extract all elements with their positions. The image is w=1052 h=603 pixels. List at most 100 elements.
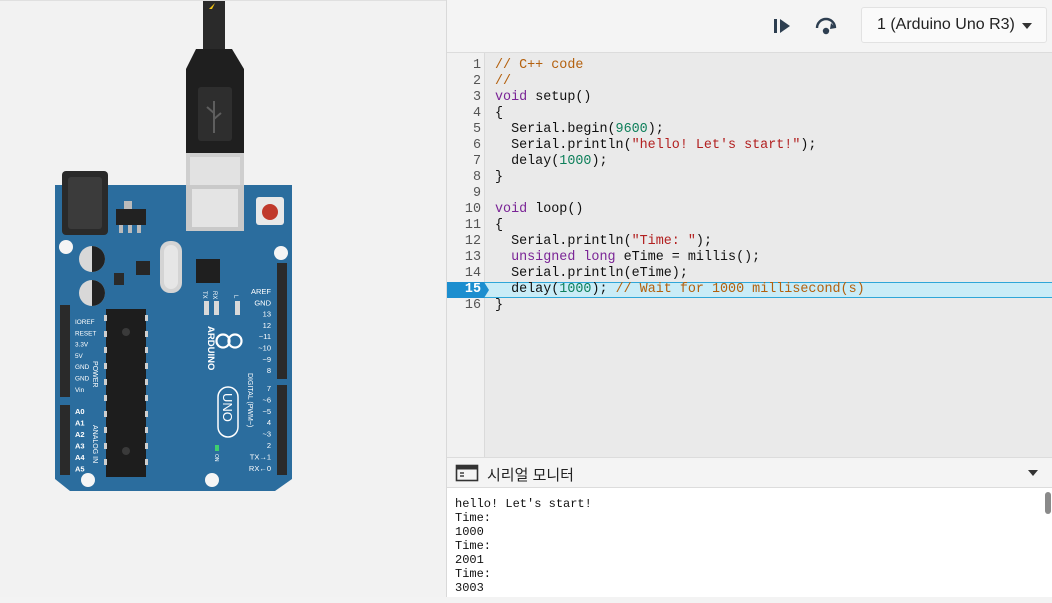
resume-button[interactable] <box>811 12 841 40</box>
code-token: delay( <box>495 282 560 297</box>
code-line[interactable]: 9 <box>447 186 1052 202</box>
line-number[interactable]: 3 <box>472 90 481 105</box>
analog-pin-label: A4 <box>75 453 85 462</box>
analog-header-label: ANALOG IN <box>91 425 98 463</box>
digital-pin-label: RX←0 <box>249 464 271 473</box>
code-line[interactable]: 11 { <box>447 218 1052 234</box>
line-number[interactable]: 6 <box>472 138 481 153</box>
code-line[interactable]: 2 // <box>447 74 1052 90</box>
code-line[interactable]: 4{ <box>447 106 1052 122</box>
board-model-label: UNO <box>220 393 235 422</box>
code-line[interactable]: 12 Serial.println("Time: "); <box>447 234 1052 250</box>
code-token: ); <box>591 282 616 297</box>
line-number[interactable]: 13 <box>464 250 481 265</box>
code-token: Serial.println( <box>495 138 632 153</box>
code-line[interactable]: 5 Serial.begin(9600); <box>447 122 1052 138</box>
serial-output-line: 3003 <box>455 581 484 595</box>
board-brand-label: ARDUINO <box>205 326 216 370</box>
current-line-marker-icon <box>484 282 489 298</box>
on-label: ON <box>213 454 219 462</box>
analog-pin-label: A5 <box>75 465 85 474</box>
power-pin-label: GND <box>75 364 90 371</box>
code-line[interactable]: 1// C++ code <box>447 58 1052 74</box>
line-number[interactable]: 5 <box>472 122 481 137</box>
chevron-down-icon[interactable] <box>1028 470 1038 476</box>
code-line[interactable]: 15 delay(1000); // Wait for 1000 millise… <box>447 282 1052 298</box>
step-over-button[interactable] <box>767 12 797 40</box>
code-text: delay(1000); <box>495 154 608 170</box>
serial-monitor-icon <box>455 464 479 482</box>
digital-pin-label: ~10 <box>258 344 271 353</box>
device-select-label: 1 (Arduino Uno R3) <box>877 16 1015 33</box>
digital-header-label: DIGITAL (PWM~) <box>246 373 253 427</box>
line-number[interactable]: 2 <box>472 74 481 89</box>
digital-pin-label: 4 <box>267 418 271 427</box>
code-token: void <box>495 202 528 217</box>
code-line[interactable]: 16} <box>447 298 1052 314</box>
code-line[interactable]: 14 Serial.println(eTime); <box>447 266 1052 282</box>
code-token: Serial.begin( <box>495 122 616 137</box>
digital-pin-label: ~9 <box>262 355 271 364</box>
code-line[interactable]: 8} <box>447 170 1052 186</box>
l-label: L <box>232 295 238 299</box>
digital-pin-label: 2 <box>267 441 271 450</box>
line-number-gutter <box>447 53 485 457</box>
code-text: Serial.println("hello! Let's start!"); <box>495 138 816 154</box>
digital-pin-label: ~11 <box>259 332 271 341</box>
line-number[interactable]: 16 <box>464 298 481 313</box>
serial-scrollbar[interactable] <box>1045 492 1051 514</box>
code-token: unsigned long <box>511 250 616 265</box>
digital-pin-label: ~5 <box>262 407 271 416</box>
line-number[interactable]: 15 <box>447 282 484 298</box>
code-line[interactable]: 7 delay(1000); <box>447 154 1052 170</box>
code-token: Serial.println(eTime); <box>495 266 688 281</box>
serial-monitor-title: 시리얼 모니터 <box>487 467 574 484</box>
device-select[interactable]: 1 (Arduino Uno R3) <box>861 7 1047 43</box>
serial-output-line: hello! Let's start! <box>455 497 592 511</box>
line-number[interactable]: 12 <box>464 234 481 249</box>
line-number[interactable]: 14 <box>464 266 481 281</box>
line-number[interactable]: 10 <box>464 202 481 217</box>
code-text: // <box>495 74 511 90</box>
code-token: ); <box>647 122 664 137</box>
code-text: delay(1000); // Wait for 1000 millisecon… <box>495 282 865 298</box>
serial-output-line: Time: <box>455 567 499 581</box>
power-pin-label: Vin <box>75 387 85 394</box>
code-token: 1000 <box>559 154 592 169</box>
line-number[interactable]: 9 <box>472 186 481 201</box>
line-number[interactable]: 11 <box>464 218 481 233</box>
analog-pin-label: A1 <box>75 419 85 428</box>
digital-pin-label: AREF <box>251 287 271 296</box>
line-number[interactable]: 8 <box>472 170 481 185</box>
panel-divider[interactable] <box>446 0 447 597</box>
code-token: "Time: " <box>631 234 696 249</box>
code-text: { <box>495 218 503 234</box>
serial-output-line: Time: <box>455 539 499 553</box>
power-pin-label: IOREF <box>75 319 95 326</box>
line-number[interactable]: 7 <box>472 154 481 169</box>
line-number[interactable]: 1 <box>472 58 481 73</box>
code-token: 9600 <box>615 122 648 137</box>
digital-pin-label: 7 <box>267 384 271 393</box>
line-number[interactable]: 4 <box>472 106 481 121</box>
code-text: void loop() <box>495 202 583 218</box>
code-line[interactable]: 13 unsigned long eTime = millis(); <box>447 250 1052 266</box>
code-token: ); <box>591 154 608 169</box>
code-line[interactable]: 6 Serial.println("hello! Let's start!"); <box>447 138 1052 154</box>
digital-pin-label: TX→1 <box>250 452 271 461</box>
power-pin-label: 3.3V <box>75 342 89 349</box>
code-token: delay( <box>495 154 560 169</box>
code-token: 1000 <box>559 282 592 297</box>
simulation-canvas[interactable]: ARDUINO UNO POWER ANALOG IN DIGITAL (PWM… <box>0 0 446 597</box>
code-text: } <box>495 298 503 314</box>
analog-pin-label: A0 <box>75 407 85 416</box>
code-line[interactable]: 10 void loop() <box>447 202 1052 218</box>
serial-monitor-header[interactable]: 시리얼 모니터 <box>447 457 1052 488</box>
code-token: setup() <box>527 90 592 105</box>
